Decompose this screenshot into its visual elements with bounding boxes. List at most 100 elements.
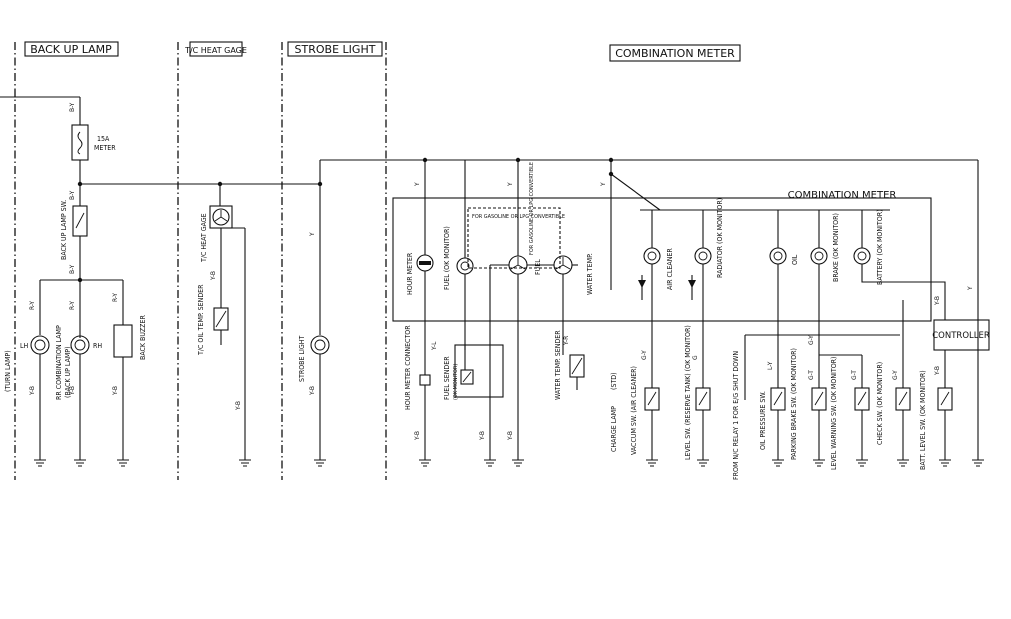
svg-text:(OK MONITOR): (OK MONITOR) xyxy=(453,364,459,400)
svg-text:T/C HEAT GAGE: T/C HEAT GAGE xyxy=(184,46,247,55)
svg-text:BATT. LEVEL SW. (OK MONITOR): BATT. LEVEL SW. (OK MONITOR) xyxy=(919,370,927,470)
svg-text:AIR CLEANER: AIR CLEANER xyxy=(666,248,674,290)
level-switch: LEVEL SW. (RESERVE TANK) (OK MONITOR) xyxy=(684,325,711,460)
svg-text:CONTROLLER: CONTROLLER xyxy=(932,331,990,341)
fuse-15a: 15A METER B-Y xyxy=(69,102,116,161)
section-header-backup-lamp: BACK UP LAMP xyxy=(24,41,119,57)
section-header-strobe-light: STROBE LIGHT xyxy=(287,41,383,57)
ground-symbols xyxy=(34,459,984,467)
svg-text:B-Y: B-Y xyxy=(69,264,76,274)
svg-text:PARKING BRAKE SW. (OK MONITOR): PARKING BRAKE SW. (OK MONITOR) xyxy=(790,348,798,460)
svg-text:G-T: G-T xyxy=(851,370,858,380)
svg-text:Y: Y xyxy=(600,182,607,187)
oil-lamp: OIL L-Y xyxy=(767,210,799,388)
svg-text:HOUR METER CONNECTOR: HOUR METER CONNECTOR xyxy=(404,325,412,410)
svg-text:COMBINATION METER: COMBINATION METER xyxy=(788,190,897,201)
svg-text:Y-B: Y-B xyxy=(112,386,119,396)
vacuum-switch: VACCUM SW. (AIR CLEANER) xyxy=(630,366,660,460)
fuel-sender: FUEL SENDER (OK MONITOR) Y-B xyxy=(443,344,504,460)
svg-text:VACCUM SW. (AIR CLEANER): VACCUM SW. (AIR CLEANER) xyxy=(630,366,638,455)
svg-text:LEVEL SW. (RESERVE TANK) (OK M: LEVEL SW. (RESERVE TANK) (OK MONITOR) xyxy=(684,325,692,460)
check-switch: CHECK SW. (OK MONITOR) G-Y xyxy=(876,300,911,460)
tc-heat-gage: T/C HEAT GAGE Y-B Y-B xyxy=(200,184,246,460)
strobe-light: STROBE LIGHT Y Y-B xyxy=(298,232,330,460)
svg-text:G-T: G-T xyxy=(808,370,815,380)
svg-text:Y-B: Y-B xyxy=(414,431,421,441)
svg-text:Y-B: Y-B xyxy=(934,366,941,376)
svg-text:G-Y: G-Y xyxy=(641,350,648,360)
main-bus-wires xyxy=(0,96,979,460)
parking-brake-switch: PARKING BRAKE SW. (OK MONITOR) xyxy=(790,348,827,460)
svg-text:(TURN LAMP): (TURN LAMP) xyxy=(4,350,12,392)
svg-text:B-Y: B-Y xyxy=(69,102,76,112)
battery-lamp: BATTERY (OK MONITOR) Y-B xyxy=(853,209,946,320)
svg-text:G-Y: G-Y xyxy=(808,335,815,345)
svg-text:FUEL SENDER: FUEL SENDER xyxy=(443,356,451,400)
svg-text:STROBE LIGHT: STROBE LIGHT xyxy=(295,43,376,56)
backup-lamp-branch: R-Y R-Y R-Y xyxy=(29,277,124,338)
controller: CONTROLLER Y-B Y xyxy=(932,286,990,388)
svg-text:BACK UP LAMP SW.: BACK UP LAMP SW. xyxy=(60,200,68,260)
svg-text:L-Y: L-Y xyxy=(767,361,774,370)
svg-text:FUEL (OK MONITOR): FUEL (OK MONITOR) xyxy=(443,226,451,290)
combination-meter-box: COMBINATION METER xyxy=(392,190,932,322)
svg-text:G-Y: G-Y xyxy=(892,370,899,380)
svg-text:FUEL: FUEL xyxy=(534,259,542,275)
svg-text:RH: RH xyxy=(93,342,102,350)
svg-text:FROM N/C RELAY 1 FOR E/G SHUT: FROM N/C RELAY 1 FOR E/G SHUT DOWN xyxy=(732,351,740,480)
hour-meter: HOUR METER Y xyxy=(406,160,434,375)
svg-text:G: G xyxy=(692,355,699,360)
svg-text:Y-B: Y-B xyxy=(210,271,217,281)
svg-text:15A: 15A xyxy=(97,135,110,143)
svg-text:WATER TEMP. SENDER: WATER TEMP. SENDER xyxy=(554,330,562,400)
svg-text:RADIATOR (OK MONITOR): RADIATOR (OK MONITOR) xyxy=(716,198,724,278)
svg-text:STROBE LIGHT: STROBE LIGHT xyxy=(298,336,306,382)
svg-text:BATTERY (OK MONITOR): BATTERY (OK MONITOR) xyxy=(876,209,884,285)
rh-lamp: RH Y-B xyxy=(69,335,102,460)
svg-text:FOR GASOLINE OR LPG CONVERTIBL: FOR GASOLINE OR LPG CONVERTIBLE xyxy=(529,162,535,255)
lh-lamp: LH Y-B xyxy=(20,335,50,460)
svg-text:LH: LH xyxy=(20,342,29,350)
gasoline-option-box: FOR GASOLINE OR LPG CONVERTIBLE FOR GASO… xyxy=(467,162,565,269)
svg-text:BACK UP LAMP: BACK UP LAMP xyxy=(30,43,112,56)
charge-lamp-line: CHARGE LAMP (STD) Y xyxy=(600,160,618,452)
svg-text:Y: Y xyxy=(309,232,316,237)
svg-text:Y-B: Y-B xyxy=(235,401,242,411)
fuel-ok-monitor-lamp: FUEL (OK MONITOR) xyxy=(443,160,474,350)
water-temp-sender: WATER TEMP. SENDER xyxy=(554,330,585,400)
backup-lamp-switch: BACK UP LAMP SW. B-Y B-Y xyxy=(60,184,88,280)
svg-text:Y-B: Y-B xyxy=(934,296,941,306)
level-warning-switch: LEVEL WARNING SW. (OK MONITOR) xyxy=(830,356,870,470)
svg-text:T/C OIL TEMP. SENDER: T/C OIL TEMP. SENDER xyxy=(197,284,205,356)
svg-text:Y-B: Y-B xyxy=(479,431,486,441)
svg-text:COMBINATION METER: COMBINATION METER xyxy=(615,47,735,60)
svg-text:Y-B: Y-B xyxy=(309,386,316,396)
svg-text:R-Y: R-Y xyxy=(29,301,36,310)
hour-meter-connector: HOUR METER CONNECTOR Y-L Y-B xyxy=(404,325,438,460)
back-buzzer: BACK BUZZER Y-B xyxy=(112,315,147,460)
svg-text:T/C HEAT GAGE: T/C HEAT GAGE xyxy=(200,213,208,263)
svg-text:HOUR METER: HOUR METER xyxy=(406,252,414,295)
lamp-bus-diagonal xyxy=(610,173,661,211)
svg-text:Y-L: Y-L xyxy=(431,341,438,351)
section-header-tc-heat-gage: T/C HEAT GAGE xyxy=(184,41,247,57)
svg-text:R-Y: R-Y xyxy=(69,301,76,310)
svg-text:WATER TEMP.: WATER TEMP. xyxy=(586,253,594,295)
svg-text:Y-R: Y-R xyxy=(563,336,570,346)
svg-text:OIL: OIL xyxy=(791,254,799,265)
svg-text:B-Y: B-Y xyxy=(69,190,76,200)
svg-text:Y-B: Y-B xyxy=(69,386,76,396)
air-cleaner-lamp: AIR CLEANER G-Y xyxy=(638,210,674,388)
radiator-lamp: RADIATOR (OK MONITOR) G xyxy=(688,198,724,388)
svg-text:(BACK UP LAMP): (BACK UP LAMP) xyxy=(64,346,72,398)
svg-text:Y-B: Y-B xyxy=(29,386,36,396)
rr-combination-lamp-label: RR COMBINATION LAMP (BACK UP LAMP) (TURN… xyxy=(4,325,72,400)
svg-text:CHARGE LAMP: CHARGE LAMP xyxy=(610,406,618,452)
water-temp-gauge: WATER TEMP. Y-R xyxy=(527,253,594,355)
oil-pressure-switch: OIL PRESSURE SW. xyxy=(759,387,786,460)
svg-text:BRAKE (OK MONITOR): BRAKE (OK MONITOR) xyxy=(832,213,840,282)
svg-text:Y: Y xyxy=(967,286,974,291)
batt-level-switch: BATT. LEVEL SW. (OK MONITOR) xyxy=(919,370,953,470)
svg-text:OIL PRESSURE SW.: OIL PRESSURE SW. xyxy=(759,391,767,450)
